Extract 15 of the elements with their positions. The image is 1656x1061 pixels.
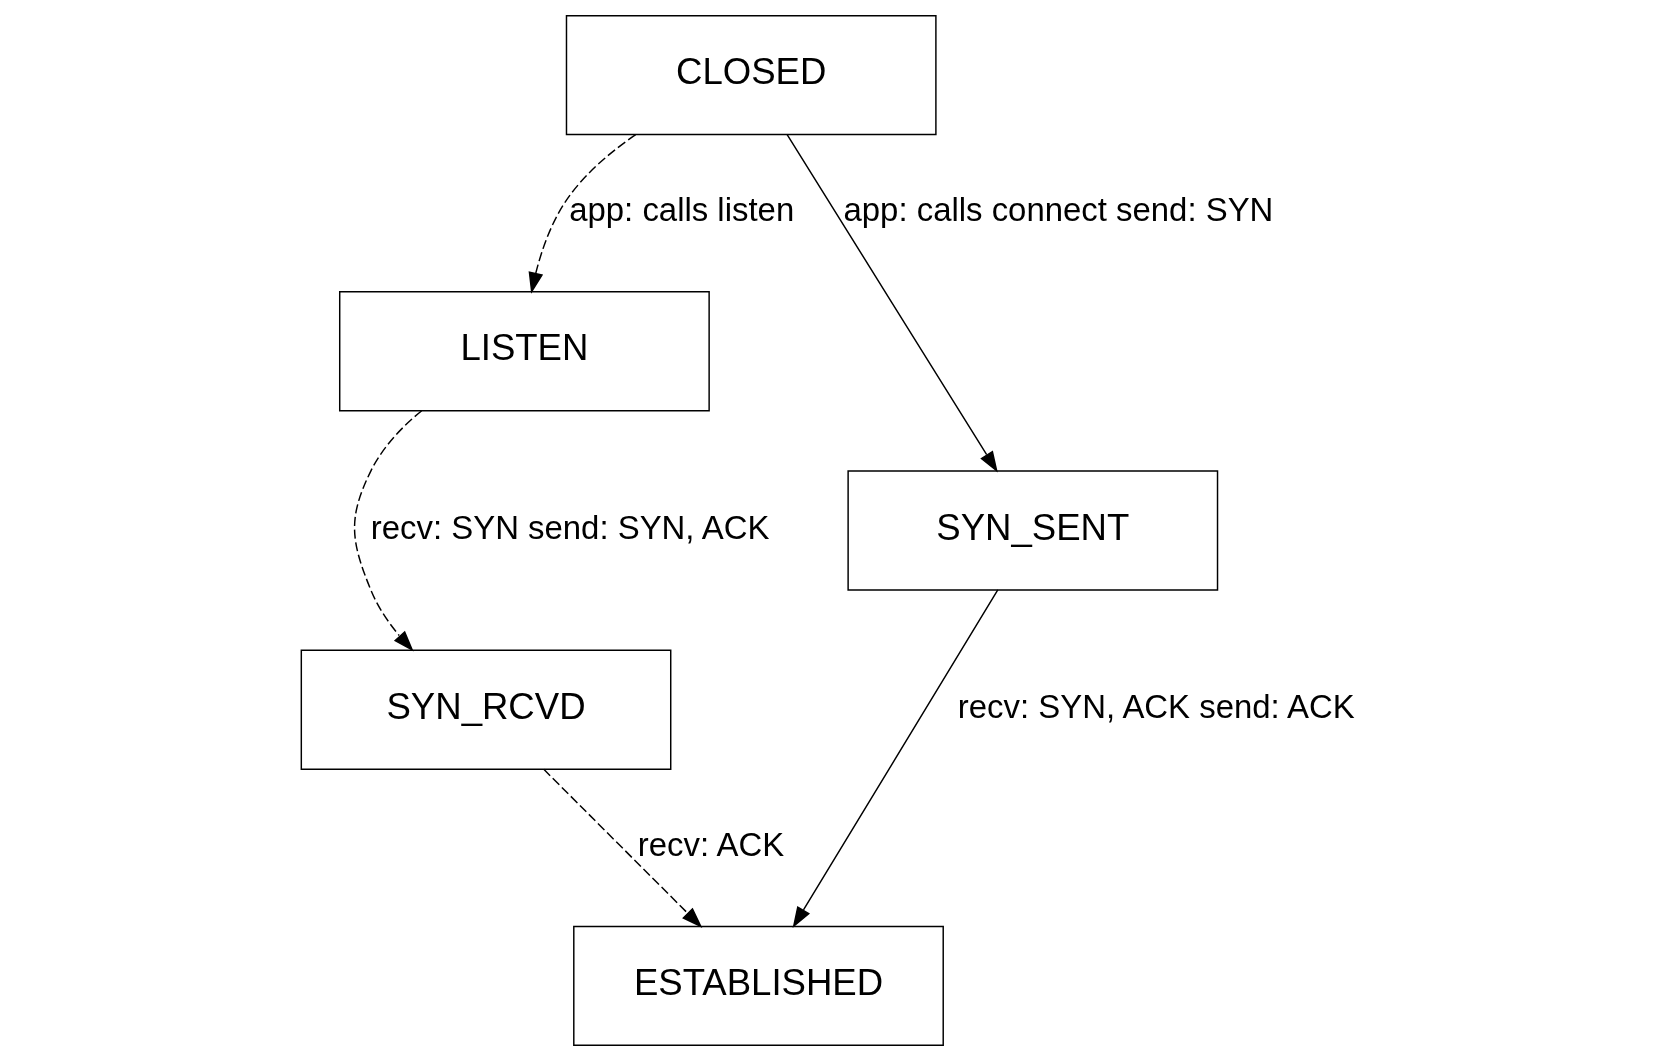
node-box: ESTABLISHED xyxy=(573,925,944,1047)
arrow xyxy=(353,410,423,652)
node-box: SYN_SENT xyxy=(847,470,1219,591)
edge-label: app: calls listen xyxy=(569,191,795,229)
node-box: LISTEN xyxy=(339,291,710,412)
node-box: SYN_RCVD xyxy=(300,649,672,770)
edge-label: recv: SYN, ACK send: ACK xyxy=(957,687,1355,725)
arrow xyxy=(543,768,703,928)
edge-label: recv: SYN send: SYN, ACK xyxy=(370,508,770,546)
arrow xyxy=(786,133,998,473)
edge-label: app: calls connect send: SYN xyxy=(843,191,1274,229)
arrow xyxy=(792,589,999,928)
node-box: CLOSED xyxy=(565,14,937,136)
edge-label: recv: ACK xyxy=(637,825,785,863)
arrow xyxy=(528,134,637,294)
